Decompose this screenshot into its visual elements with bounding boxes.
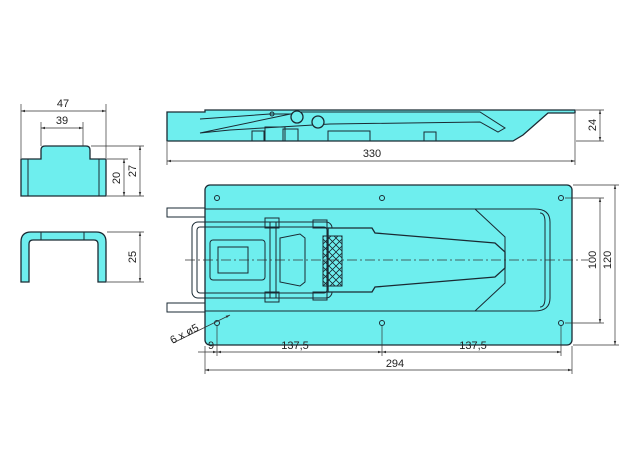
end-view: 47 39 20 27: [20, 98, 144, 197]
dim-bracket-height: 25: [127, 251, 139, 263]
plan-view: 100 120 9 137,5 137,5 294 6 x ø5: [166, 184, 619, 374]
dim-hole-spacing-1: 137,5: [281, 340, 309, 352]
dim-side-height: 24: [587, 119, 599, 131]
side-view: 24 330: [166, 109, 604, 165]
dim-width-tab: 39: [56, 115, 68, 127]
dim-plate-width: 120: [602, 251, 614, 269]
dim-hole-spacing-2: 137,5: [459, 340, 487, 352]
dim-hole-row-spacing: 100: [587, 251, 599, 269]
dim-height-total: 27: [127, 165, 139, 177]
dim-edge-offset: 9: [208, 340, 214, 352]
dim-side-length: 330: [363, 148, 381, 160]
dim-plate-length: 294: [386, 358, 404, 370]
dim-width-overall: 47: [57, 98, 69, 110]
dim-height-body: 20: [111, 172, 123, 184]
bracket-view: 25: [20, 231, 144, 283]
hole-spec-label: 6 x ø5: [168, 322, 201, 347]
mounting-holes: [214, 195, 564, 326]
